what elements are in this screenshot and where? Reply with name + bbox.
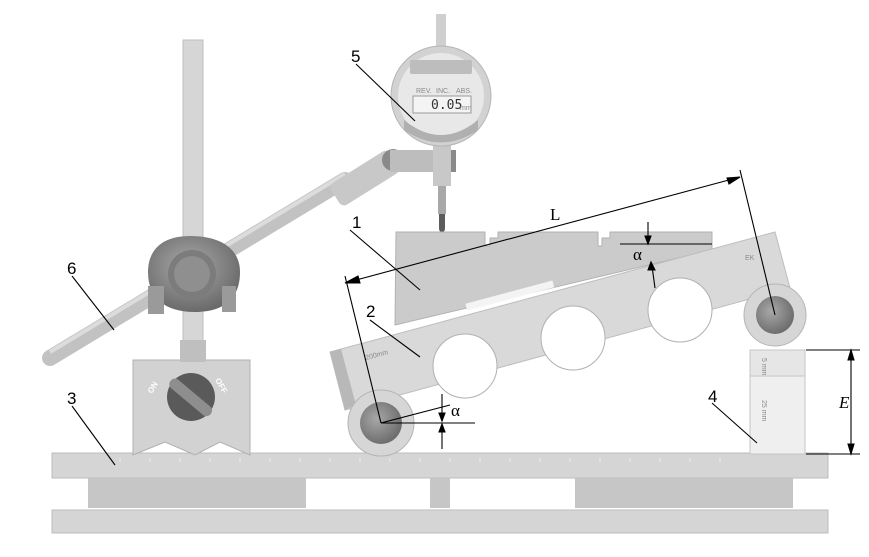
magnetic-base: ON OFF [132,359,251,456]
clamp-knob [148,236,240,314]
label-height: E [838,393,850,412]
label-6: 6 [67,259,76,278]
gauge-block-lower-label: 25 mm [760,400,767,422]
digital-indicator: REV. INC. ABS. 0.05 mm [390,14,492,147]
label-angle-top: α [633,245,642,264]
label-angle-bottom: α [451,401,460,420]
abs-button-label: ABS. [456,88,472,95]
label-4: 4 [708,387,717,406]
stand-post [180,39,206,362]
label-5: 5 [351,47,360,66]
gauge-block-upper-label: 5 mm [760,358,767,376]
dimension-lines [71,63,860,466]
gauge-block-stack: 5 mm 25 mm [749,349,806,455]
rev-button-label: REV. [416,88,432,95]
surface-plate [51,452,829,534]
bar-brand-label: EK [745,255,755,262]
inc-button-label: INC. [436,88,450,95]
label-length: L [550,205,560,224]
label-3: 3 [67,389,76,408]
indicator-holder [382,140,456,232]
label-2: 2 [366,302,375,321]
label-1: 1 [352,213,361,232]
indicator-reading: 0.05 [431,98,462,113]
indicator-unit: mm [460,105,472,112]
